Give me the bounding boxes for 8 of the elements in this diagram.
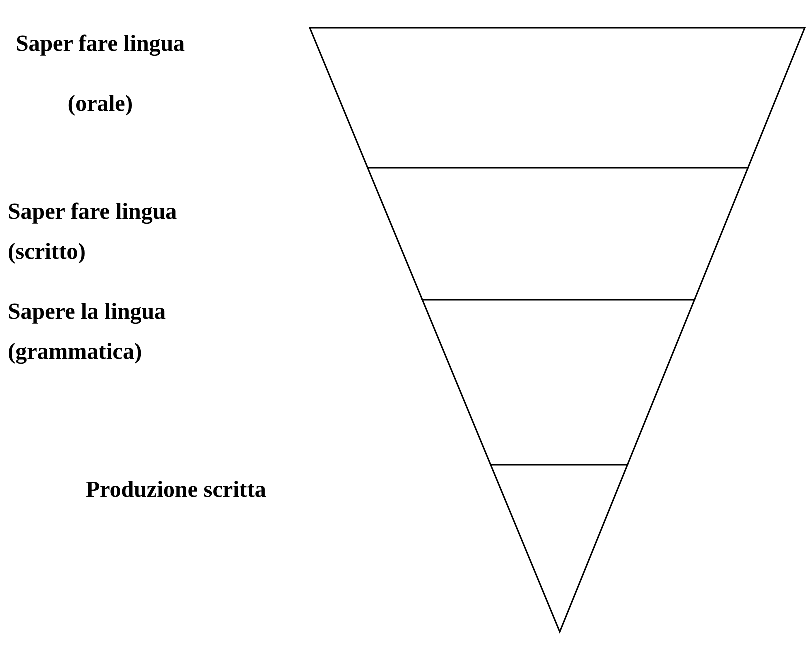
pyramid-band bbox=[366, 167, 750, 301]
pyramid-band bbox=[490, 464, 629, 634]
band-label: Produzione scritta bbox=[86, 476, 268, 504]
band-label: Saper fare lingua (orale) bbox=[14, 30, 186, 118]
pyramid-band bbox=[308, 27, 806, 169]
band-label: Saper fare lingua (scritto) bbox=[8, 198, 178, 266]
band-label: Sapere la lingua (grammatica) bbox=[8, 298, 168, 366]
pyramid-band bbox=[421, 299, 696, 466]
